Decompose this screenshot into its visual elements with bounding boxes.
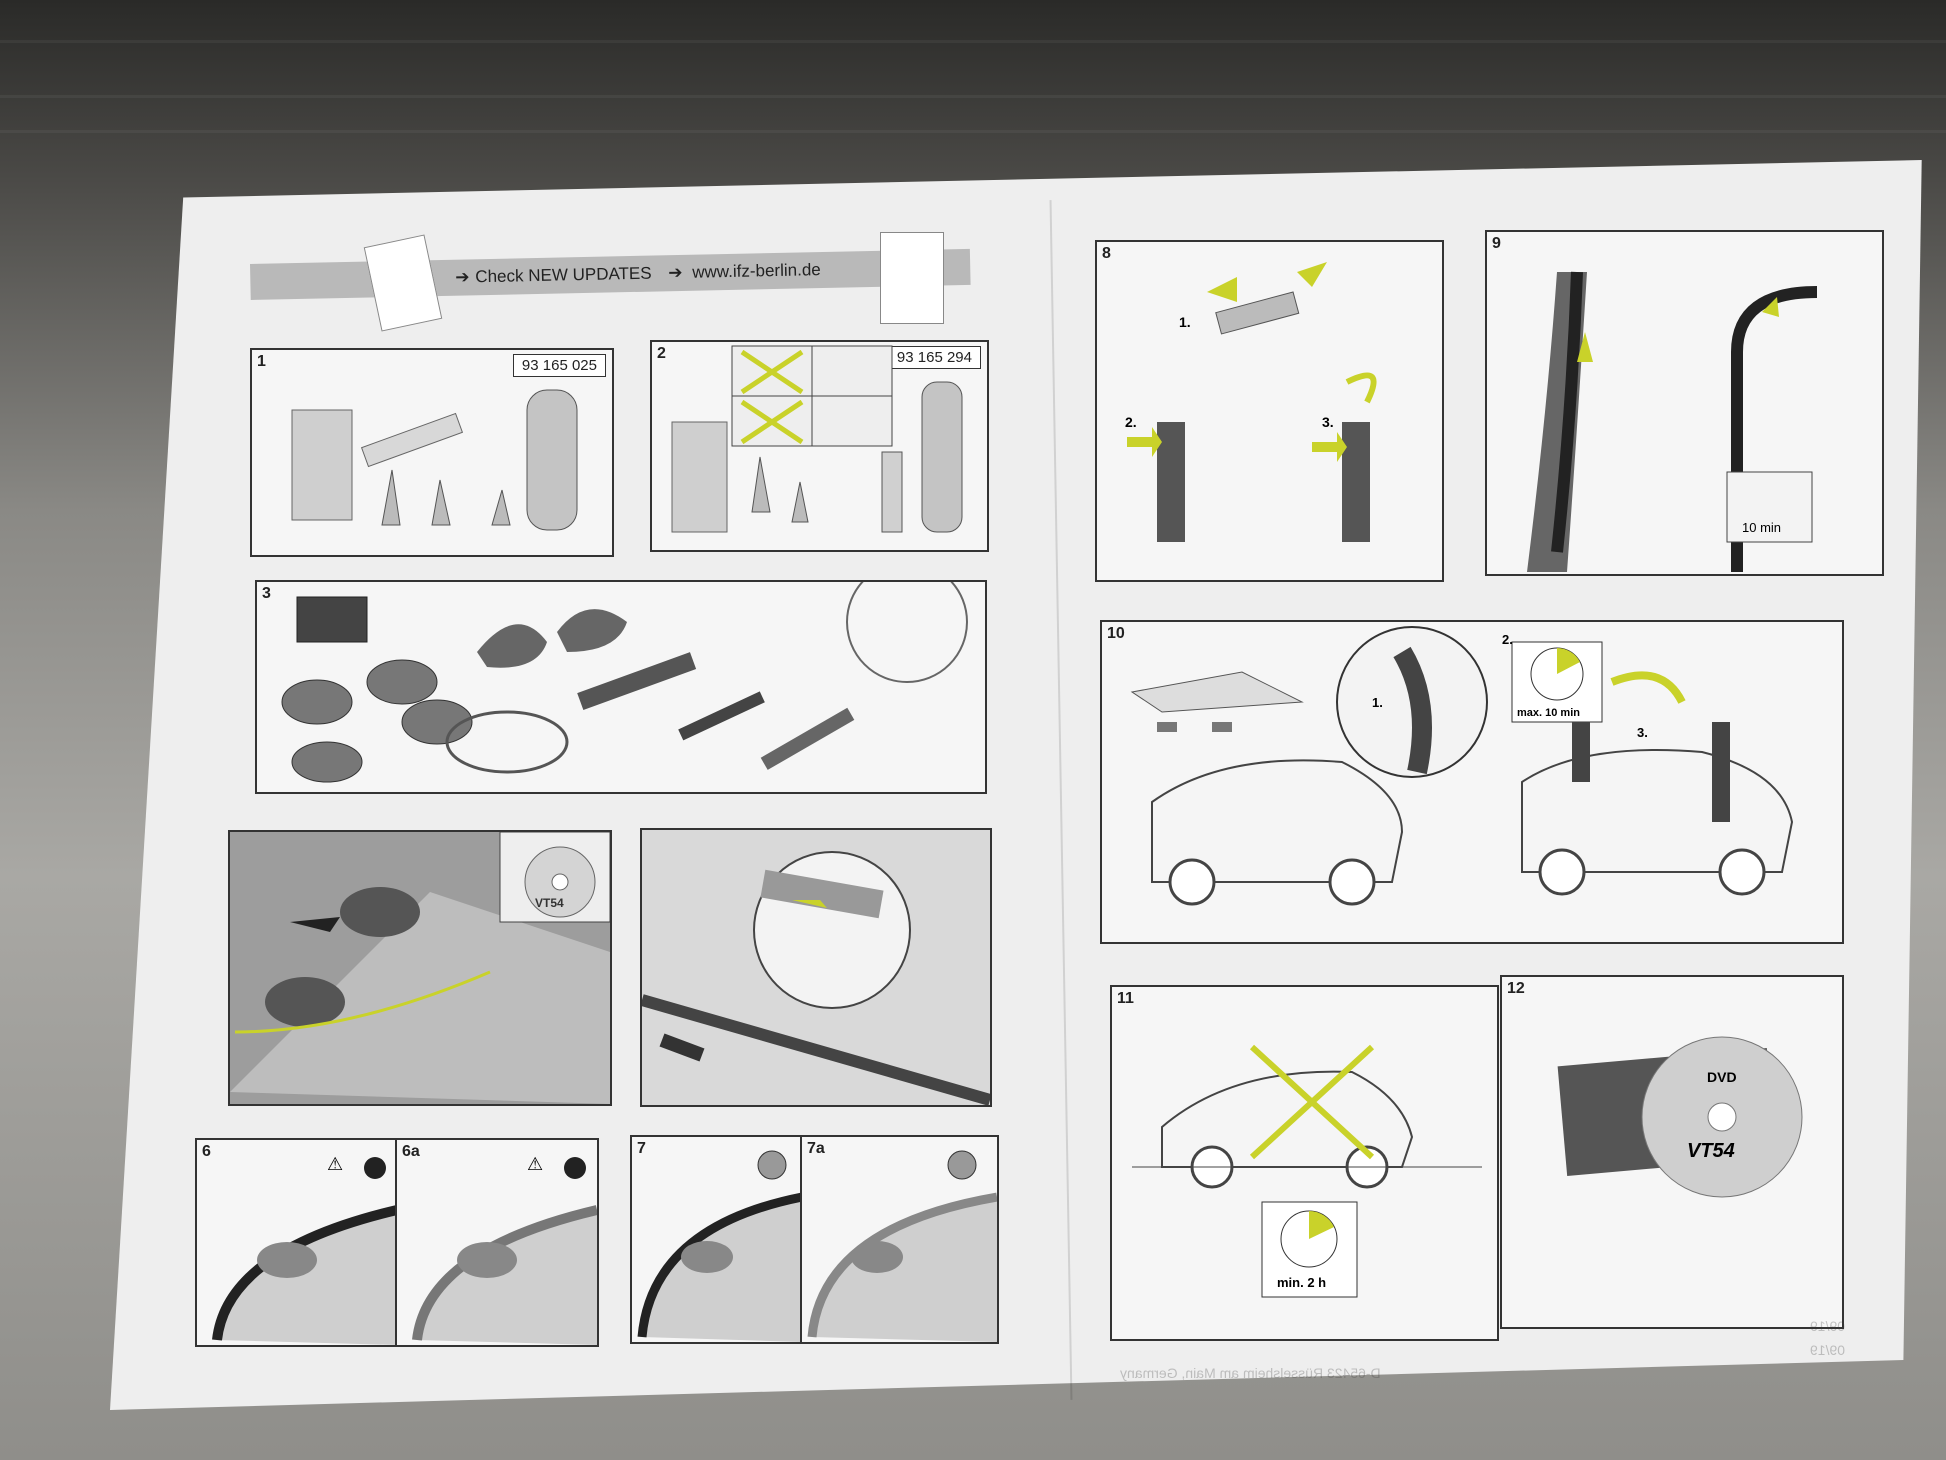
panel-8: 8 1. 2. 3. <box>1095 240 1444 582</box>
check-updates-text: Check NEW UPDATES <box>475 264 652 288</box>
no-drive-illustration: min. 2 h <box>1112 987 1497 1339</box>
glove-icon <box>948 1151 976 1179</box>
arrow-icon: ➔ <box>668 263 683 283</box>
svg-text:1.: 1. <box>1372 695 1383 710</box>
leaflet-icon <box>880 232 944 324</box>
wiping-illustration <box>802 1137 997 1342</box>
windscreen-install-illustration: 1. 2. max. 10 min 3. <box>1102 622 1842 942</box>
suction-cup-illustration: VT54 <box>230 832 610 1104</box>
panel-9: 9 10 min <box>1485 230 1884 576</box>
wiping-illustration <box>632 1137 802 1342</box>
panel-1: 1 93 165 025 <box>250 348 614 557</box>
warning-icon: ⚠ <box>527 1154 543 1174</box>
backside-text: 09/19 <box>1810 1342 1845 1358</box>
moulding-detail-illustration <box>642 830 990 1105</box>
dvd-logo: DVD <box>1707 1069 1737 1085</box>
panel-4: 4 VT54 <box>228 830 612 1106</box>
kit-parts-illustration <box>252 350 612 555</box>
cartridge-preparation-illustration: 1. 2. 3. <box>1097 242 1442 580</box>
cleaning-illustration: ⚠ <box>397 1140 597 1345</box>
tools-illustration <box>257 582 985 792</box>
panel-3: 3 <box>255 580 987 794</box>
backside-text: 09/19 <box>1810 1318 1845 1334</box>
panel-7a: 7a <box>800 1135 999 1344</box>
min-time-label: min. 2 h <box>1277 1275 1326 1290</box>
warning-icon: ⚠ <box>327 1154 343 1174</box>
disc-label: VT54 <box>1687 1140 1735 1162</box>
panel-11: 11 min. 2 h <box>1110 985 1499 1341</box>
svg-text:3.: 3. <box>1322 414 1334 430</box>
drop-icon <box>564 1157 586 1179</box>
update-url: www.ifz-berlin.de <box>692 260 821 283</box>
panel-2: 2 93 165 294 <box>650 340 989 552</box>
backside-text: D-65423 Rüsselsheim am Main, Germany <box>1120 1365 1381 1381</box>
panel-12: 12 DVD VT54 <box>1500 975 1844 1329</box>
disc-label: VT54 <box>535 896 564 910</box>
drop-icon <box>364 1157 386 1179</box>
panel-10: 10 1. 2. max. 10 min 3. <box>1100 620 1844 944</box>
panel-7: 7 <box>630 1135 804 1344</box>
adhesive-application-illustration: 10 min <box>1487 232 1882 574</box>
panel-6: 6 ⚠ <box>195 1138 399 1347</box>
svg-text:3.: 3. <box>1637 725 1648 740</box>
kit-parts-illustration <box>652 342 987 550</box>
panel-5: 5 <box>640 828 992 1107</box>
glove-icon <box>758 1151 786 1179</box>
cleaning-illustration: ⚠ <box>197 1140 397 1345</box>
arrow-icon: ➔ <box>455 267 470 287</box>
cure-time-label: 10 min <box>1742 520 1781 535</box>
svg-text:1.: 1. <box>1179 314 1191 330</box>
svg-text:2.: 2. <box>1502 632 1513 647</box>
panel-6a: 6a ⚠ <box>395 1138 599 1347</box>
dvd-illustration: DVD VT54 <box>1502 977 1842 1327</box>
max-time-label: max. 10 min <box>1517 707 1580 719</box>
svg-text:2.: 2. <box>1125 414 1137 430</box>
